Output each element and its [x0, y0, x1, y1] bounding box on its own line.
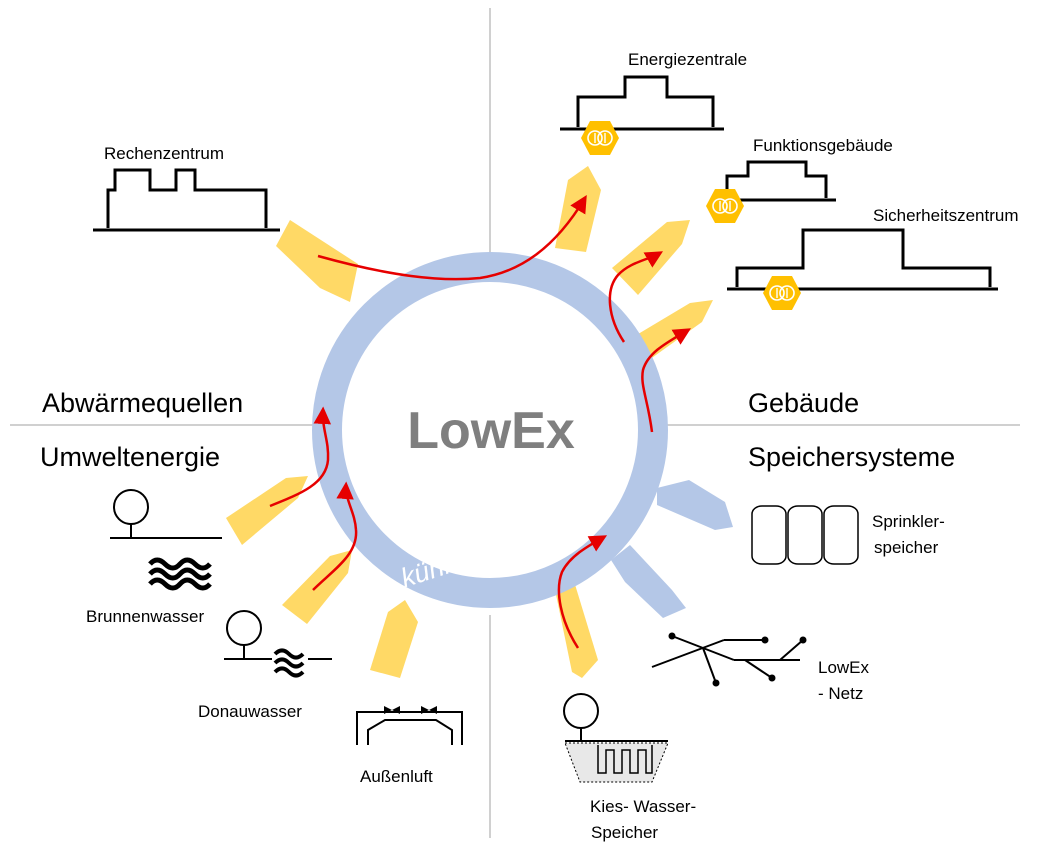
- heat-pump-icon: [580, 120, 620, 156]
- pump-icon: [563, 693, 668, 742]
- label-sicherheitszentrum: Sicherheitszentrum: [873, 206, 1019, 225]
- quadrant-label-umweltenergie: Umweltenergie: [40, 442, 220, 472]
- ground-storage-icon: [564, 742, 669, 783]
- connector-aussenluft: [370, 600, 418, 678]
- label-kies-line2: Speicher: [591, 823, 658, 842]
- label-energiezentrale: Energiezentrale: [628, 50, 747, 69]
- label-sprinkler-line1: Sprinkler-: [872, 512, 945, 531]
- flow-arrow-kies-speicher: [557, 535, 608, 649]
- water-waves-icon: [273, 648, 305, 678]
- connector-lowex-netz: [611, 545, 686, 618]
- sprinkler-tank-icon: [751, 505, 859, 565]
- building-rechenzentrum: [93, 168, 280, 232]
- quadrant-label-speichersysteme: Speichersysteme: [748, 442, 955, 472]
- building-energiezentrale: [560, 75, 724, 131]
- label-brunnenwasser: Brunnenwasser: [86, 607, 204, 626]
- connector-sprinklerspeicher: [657, 480, 733, 530]
- label-sprinkler-line2: speicher: [874, 538, 939, 557]
- connector-sicherheitszentrum: [628, 300, 713, 365]
- label-rechenzentrum: Rechenzentrum: [104, 144, 224, 163]
- quadrant-label-gebaeude: Gebäude: [748, 388, 859, 418]
- label-donauwasser: Donauwasser: [198, 702, 302, 721]
- label-netz-line2: - Netz: [818, 684, 863, 703]
- water-waves-icon: [148, 557, 212, 591]
- pump-icon: [224, 610, 332, 660]
- flow-arrow-donauwasser: [312, 481, 358, 591]
- connector-rechenzentrum: [276, 220, 358, 302]
- flow-arrows: [269, 194, 692, 649]
- air-unit-icon: [356, 706, 463, 745]
- connector-kies-speicher: [552, 568, 598, 678]
- quadrant-dividers: [10, 8, 1020, 838]
- building-sicherheitszentrum: [727, 228, 998, 291]
- pump-icon: [110, 489, 222, 539]
- center-title: LowEx: [407, 402, 575, 460]
- flow-arrow-sicherheitszentrum: [641, 328, 692, 433]
- connector-brunnenwasser: [226, 476, 308, 545]
- flow-arrow-funktionsgebaeude: [608, 251, 664, 343]
- label-funktionsgebaeude: Funktionsgebäude: [753, 136, 893, 155]
- network-icon: [651, 632, 807, 687]
- label-netz-line1: LowEx: [818, 658, 870, 677]
- heat-pump-icon: [762, 275, 802, 311]
- flow-arrow-brunnenwasser: [269, 406, 332, 508]
- label-kies-line1: Kies- Wasser-: [590, 797, 696, 816]
- heat-pump-icon: [705, 188, 745, 224]
- quadrant-label-abwaermequellen: Abwärmequellen: [42, 388, 243, 418]
- label-aussenluft: Außenluft: [360, 767, 433, 786]
- flow-arrow-energiezentrale: [317, 194, 587, 281]
